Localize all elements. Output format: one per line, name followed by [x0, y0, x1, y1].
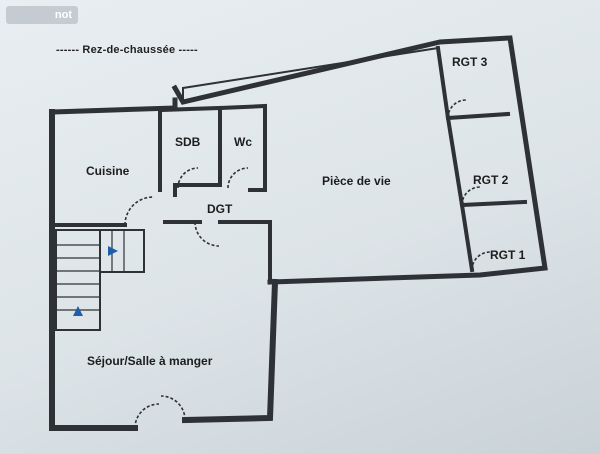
room-label-sdb: SDB: [175, 135, 201, 149]
living-room-walls: [171, 35, 548, 285]
room-label-rgt1: RGT 1: [490, 248, 526, 262]
living-room-inner-line: [182, 46, 440, 103]
badge-text: not: [54, 9, 72, 21]
watermark-badge: not: [6, 6, 78, 24]
rgt1-walls: [459, 202, 475, 273]
room-label-cuisine: Cuisine: [86, 164, 130, 178]
room-label-wc: Wc: [234, 135, 252, 149]
room-label-rgt3: RGT 3: [452, 55, 488, 69]
room-label-dgt: DGT: [207, 202, 233, 216]
south-wall-east: [181, 278, 279, 424]
sdb-box: [157, 105, 222, 197]
door-swings: [124, 99, 491, 429]
rgt2-walls: [445, 115, 528, 208]
stairs: [55, 229, 145, 331]
dgt-walls: [163, 220, 272, 284]
plan-title: ------ Rez-de-chaussée -----: [56, 44, 198, 56]
room-label-sejour: Séjour/Salle à manger: [87, 354, 213, 368]
room-label-piece-de-vie: Pièce de vie: [322, 174, 391, 188]
wc-box: [217, 103, 267, 192]
west-wall: [49, 109, 138, 431]
room-label-rgt2: RGT 2: [473, 173, 509, 187]
north-wall-kitchen: [49, 97, 178, 115]
stair-arrows: [73, 246, 118, 316]
